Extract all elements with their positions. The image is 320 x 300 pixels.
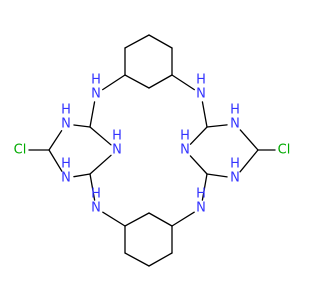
- bond-c5-c6: [148, 74, 173, 89]
- chlorine-label: Cl: [278, 143, 291, 158]
- nitrogen-label: N: [61, 171, 71, 186]
- nitrogen-label: N: [230, 117, 240, 132]
- hydrogen-label: H: [61, 157, 71, 172]
- nitrogen-label: N: [91, 201, 101, 216]
- bond-c6-c1: [124, 74, 150, 89]
- bond-c9-c10: [148, 252, 173, 267]
- atom-label-n5: HN: [61, 103, 71, 132]
- hydrogen-label: H: [112, 129, 122, 144]
- atom-label-n2: HN: [196, 73, 206, 102]
- atom-label-cl1: Cl: [14, 143, 27, 158]
- chlorine-label: Cl: [14, 143, 27, 158]
- bond-n3-c14: [89, 173, 96, 201]
- hydrogen-label: H: [196, 73, 206, 88]
- atom-label-n4: HN: [196, 187, 206, 216]
- bond-n9-c18: [239, 129, 259, 151]
- atom-label-n6: HN: [112, 129, 122, 158]
- bond-c16-n9: [206, 124, 228, 128]
- bond-c11-n4: [171, 211, 195, 227]
- hydrogen-label: H: [230, 103, 240, 118]
- bond-n10-c17: [206, 173, 228, 178]
- nitrogen-label: N: [61, 117, 71, 132]
- bond-n7-c14: [73, 173, 91, 178]
- atom-label-n1: HN: [91, 73, 101, 102]
- bond-c2-c3: [124, 34, 150, 49]
- bond-n6-c13: [89, 126, 112, 146]
- nitrogen-label: N: [196, 87, 206, 102]
- bond-n1-c13: [89, 101, 96, 128]
- bond-c7-n3: [102, 211, 126, 227]
- nitrogen-label: N: [230, 171, 240, 186]
- bond-c1-n1: [102, 74, 126, 91]
- bond-c11-c12: [148, 212, 173, 227]
- hydrogen-label: H: [180, 129, 190, 144]
- nitrogen-label: N: [196, 201, 206, 216]
- bond-n2-c16: [201, 101, 208, 128]
- bond-c15-n7: [48, 149, 63, 172]
- bond-c17-n8: [189, 155, 208, 175]
- hydrogen-label: H: [91, 73, 101, 88]
- nitrogen-label: N: [112, 143, 122, 158]
- bond-c12-c7: [124, 212, 150, 227]
- atom-label-cl2: Cl: [278, 143, 291, 158]
- atom-label-n7: HN: [61, 157, 71, 186]
- bond-layer: [28, 34, 276, 267]
- atom-label-n3: HN: [91, 187, 101, 216]
- hydrogen-label: H: [230, 157, 240, 172]
- bond-c5-n2: [171, 74, 195, 91]
- bond-c18-n10: [239, 149, 259, 173]
- nitrogen-label: N: [180, 143, 190, 158]
- bond-c13-n5: [73, 124, 91, 128]
- atom-label-n8: HN: [180, 129, 190, 158]
- nitrogen-label: N: [91, 87, 101, 102]
- hydrogen-label: H: [196, 187, 206, 202]
- hydrogen-label: H: [91, 187, 101, 202]
- bond-c14-n6: [89, 154, 112, 175]
- atom-label-n10: HN: [230, 157, 240, 186]
- atom-label-n9: HN: [230, 103, 240, 132]
- bond-c3-c4: [148, 34, 173, 49]
- hydrogen-label: H: [61, 103, 71, 118]
- bond-n8-c16: [189, 126, 208, 145]
- bond-c8-c9: [124, 252, 150, 267]
- bond-n4-c17: [201, 173, 208, 201]
- bond-n5-c15: [48, 130, 63, 151]
